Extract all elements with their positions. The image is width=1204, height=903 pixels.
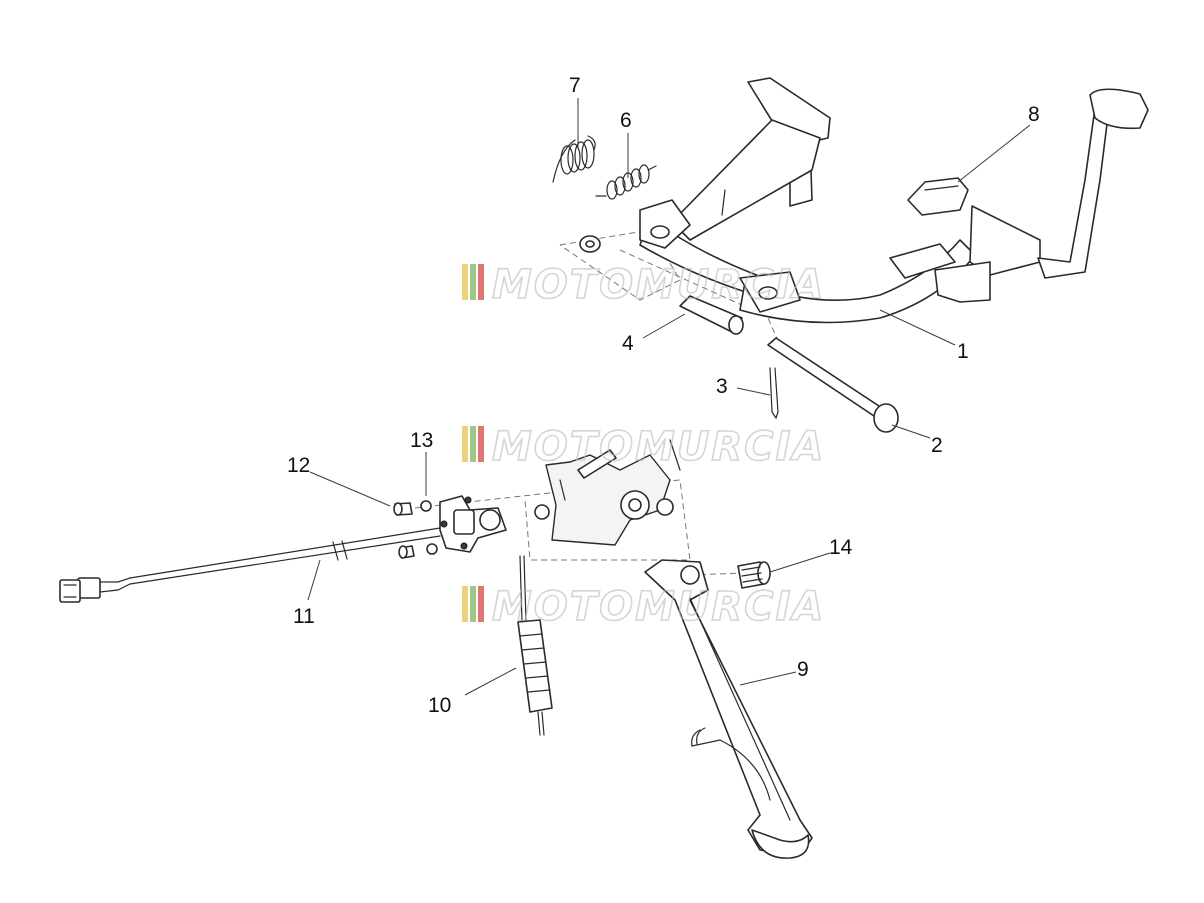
callout-11: 12 — [287, 454, 310, 477]
watermark-text: MOTOMURCIA — [492, 584, 825, 630]
callout-9: 9 — [797, 658, 809, 681]
callout-13: 11 — [293, 605, 315, 628]
bolt-part-14 — [737, 561, 771, 589]
washer-part-12 — [420, 500, 438, 555]
callout-6: 6 — [620, 109, 632, 132]
rubber-pad-part-8 — [907, 177, 969, 216]
watermark-middle: MOTOMURCIA — [462, 423, 825, 471]
watermark-bottom: MOTOMURCIA — [462, 583, 825, 631]
side-stand-part-9 — [644, 559, 813, 859]
center-stand-part-1 — [639, 77, 1149, 324]
bolt-part-11 — [393, 502, 415, 559]
leader-lines — [307, 98, 1031, 696]
mounting-bracket — [534, 439, 681, 546]
watermark-text: MOTOMURCIA — [492, 262, 825, 308]
split-pin-part-3 — [769, 367, 779, 420]
side-stand-spring-part-10 — [517, 555, 553, 736]
callout-7: 7 — [569, 74, 581, 97]
callout-14: 14 — [829, 536, 853, 559]
callout-3: 3 — [716, 375, 728, 398]
spacer-tube-part-4 — [679, 295, 744, 335]
callout-2: 2 — [931, 434, 943, 457]
watermark-top: MOTOMURCIA — [462, 261, 825, 309]
callout-4: 4 — [622, 332, 634, 355]
side-stand-switch-part-13 — [59, 495, 507, 603]
spring-part-7 — [552, 135, 596, 183]
spring-part-6 — [595, 164, 657, 200]
callout-labels: 7 6 8 1 4 3 2 13 12 14 11 9 10 — [287, 74, 1040, 717]
pivot-pin-part-2 — [767, 337, 899, 433]
watermark-text: MOTOMURCIA — [492, 424, 825, 470]
callout-12: 13 — [410, 429, 433, 452]
washer — [579, 235, 601, 253]
callout-8: 8 — [1028, 103, 1040, 126]
callout-1: 1 — [957, 340, 969, 363]
callout-10: 10 — [428, 694, 451, 717]
